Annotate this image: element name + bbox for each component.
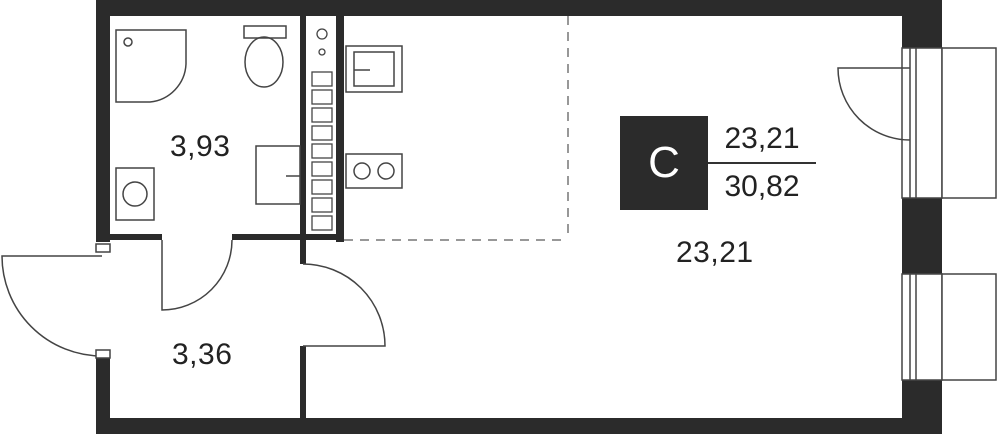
burner-icon-2 — [377, 162, 395, 180]
shaft-box-4 — [311, 125, 333, 141]
shaft-box-7 — [311, 179, 333, 195]
kitchen-sink-bowl — [353, 51, 395, 87]
pipe-icon-2 — [318, 48, 326, 56]
cooktop — [345, 153, 403, 189]
hallway-area-label: 3,36 — [172, 338, 233, 371]
washbasin — [255, 145, 301, 205]
bath-wall-bottom-left — [110, 234, 162, 240]
bathroom-fixtures — [115, 25, 301, 221]
shaft-box-2 — [311, 89, 333, 105]
bathroom-door-swing — [161, 239, 233, 311]
washing-machine-drum-icon — [122, 181, 148, 207]
left-wall-lower — [96, 352, 110, 434]
shaft-wall-right — [336, 16, 344, 242]
pipe-icon-1 — [316, 28, 328, 40]
shower-drain-icon — [123, 37, 133, 47]
apartment-type-letter: С — [620, 116, 708, 210]
right-wall-top — [902, 0, 942, 48]
toilet-bowl-icon — [244, 36, 284, 88]
shaft-box-1 — [311, 71, 333, 87]
bath-wall-bottom-right — [232, 234, 344, 240]
bathroom-area-label: 3,93 — [170, 130, 231, 163]
shaft-box-9 — [311, 215, 333, 231]
entrance-door-swing — [1, 255, 103, 357]
shaft-box-5 — [311, 143, 333, 159]
kitchen-sink — [345, 45, 403, 93]
burner-icon-1 — [353, 162, 371, 180]
shaft-box-3 — [311, 107, 333, 123]
bottom-wall — [96, 418, 942, 434]
left-wall-upper — [96, 0, 110, 242]
window-right — [837, 47, 997, 381]
inner-walls — [110, 16, 344, 418]
window-upper-frame — [901, 47, 943, 199]
right-wall-pier — [902, 198, 942, 274]
window-lower-frame — [901, 273, 943, 381]
shaft-box-6 — [311, 161, 333, 177]
washing-machine — [115, 167, 155, 221]
balcony-strip-lower — [941, 273, 997, 381]
right-wall-bottom — [902, 380, 942, 434]
utility-shaft — [311, 28, 333, 231]
shower-tray — [115, 29, 187, 103]
toilet-tank — [243, 25, 287, 39]
top-wall — [96, 0, 942, 16]
total-area-value: 30,82 — [708, 162, 816, 210]
bath-wall-right — [300, 16, 306, 242]
hall-wall-lower — [300, 346, 306, 418]
entrance-door-jamb-bottom — [95, 349, 111, 359]
kitchen-zone-boundary — [344, 16, 569, 241]
balcony-door-swing — [837, 67, 911, 141]
outer-walls — [96, 0, 942, 434]
kitchen-fixtures — [345, 45, 403, 189]
room-door-swing — [302, 263, 386, 347]
room-area-label: 23,21 — [676, 236, 754, 269]
shaft-box-8 — [311, 197, 333, 213]
area-values: 23,21 30,82 — [708, 116, 816, 210]
apartment-summary-badge: С 23,21 30,82 — [620, 116, 816, 210]
doors — [1, 239, 386, 359]
living-area-value: 23,21 — [724, 122, 800, 155]
hall-wall-upper — [300, 240, 306, 264]
entrance-door-jamb-top — [95, 243, 111, 253]
balcony-strip-upper — [941, 47, 997, 199]
